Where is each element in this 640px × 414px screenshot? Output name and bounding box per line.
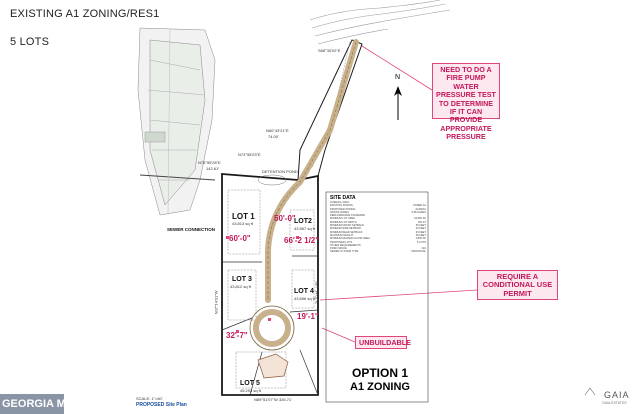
site-data-value: 150 FT [417, 220, 426, 224]
lot-3-label: LOT 3 [232, 276, 252, 283]
lot-2-area: 43,567 sq ft [294, 226, 315, 231]
lot-1-area: 43,813 sq ft [232, 221, 253, 226]
gaia-logo: GAIA [604, 390, 630, 400]
lot5-setback-dim: 32'-7" [226, 331, 248, 340]
site-data-value: 5.48 ACRES [411, 210, 426, 214]
site-data-row: MINIMUM REAR SETBACK 30 FEET [330, 231, 426, 234]
plan-title: PROPOSED Site Plan [136, 402, 187, 408]
north-label: N [395, 74, 401, 81]
site-data-value: A1/RES1 [415, 207, 426, 211]
lot-1-label: LOT 1 [232, 212, 255, 221]
site-data-row: PROPOSED ZONING A1/RES1 [330, 208, 426, 211]
gaia-logo-text: GAIA ESTATES [602, 401, 627, 405]
unbuildable-callout: UNBUILDABLE [355, 336, 411, 349]
mls-watermark [0, 394, 64, 414]
dist-1: 74.00' [268, 134, 279, 139]
site-data-value: 43,560 SF [414, 217, 426, 221]
lot1-width-dim: 60'-0" [229, 234, 251, 243]
site-data-row: MINIMUM LOT WIDTH 150 FT [330, 221, 426, 224]
detention-pond-label: DETENTION POND [262, 169, 298, 174]
site-data-row: MINIMUM FRONT SETBACK 50 FEET [330, 224, 426, 227]
fire-pump-callout: NEED TO DO A FIRE PUMP WATER PRESSURE TE… [432, 63, 500, 141]
site-data-value: 20 FEET [415, 227, 426, 231]
site-data-row: GROSS ACRES 5.48 ACRES [330, 211, 426, 214]
site-data-row: EXISTING ZONING ZONED A1 [330, 204, 426, 207]
site-data-key: PERFORMANCE STANDARD [330, 214, 365, 218]
site-data-value: 50 FEET [415, 224, 426, 228]
site-data-title: SITE DATA [330, 195, 356, 201]
vicinity-map [137, 27, 216, 216]
page-title: EXISTING A1 ZONING/RES1 [10, 8, 160, 20]
site-data-key: PROPOSED LOTS [330, 240, 353, 244]
site-data-key: OPEN SPACE [330, 247, 347, 251]
site-data-value: 1,800 SF [415, 237, 426, 241]
bearing-right: S07°14'01"E [314, 281, 320, 304]
lot-5-area: 45,293 sq ft [240, 388, 261, 393]
site-data-row: PERFORMANCE STANDARD [330, 214, 426, 217]
bearing-1: S68°30'02"E [318, 48, 341, 53]
site-data-key: EXISTING ZONING [330, 204, 353, 208]
tree-line [309, 0, 451, 45]
lot-3-area: 43,812 sq ft [230, 284, 251, 289]
site-data-key: MINIMUM SIDE SETBACK [330, 227, 362, 231]
site-data-value: N/A [421, 247, 426, 251]
site-data-key: MAXIMUM HEIGHT [330, 233, 354, 237]
dist-2: 142.61' [206, 166, 219, 171]
lot2-depth-dim: 66'-2 1/2" [284, 236, 320, 245]
bearing-left: N07°14'01"W [213, 290, 219, 315]
site-data-key: OTHER REQUIREMENTS [330, 243, 361, 247]
scale-label: SCALE: 1"=60' [136, 396, 163, 401]
sewer-connection-label: SEWER CONNECTION [167, 227, 216, 232]
site-data-value: INDIVIDUAL [411, 250, 426, 254]
site-data-row: OTHER REQUIREMENTS [330, 244, 426, 247]
site-data-value: 5 LOTS [417, 240, 426, 244]
option-line-2: A1 ZONING [350, 381, 410, 393]
site-data-row: PROPOSED LOTS 5 LOTS [330, 241, 426, 244]
mls-watermark-text: GEORGIA MLS [2, 398, 80, 410]
north-arrow-icon [394, 86, 402, 120]
bearing-bottom: N89°51'07"W 326.71' [254, 397, 292, 402]
bearing-2: N60°43'21"E [266, 128, 289, 133]
site-data-key: MINIMUM REAR SETBACK [330, 230, 363, 234]
site-data-row: MINIMUM LOT AREA 43,560 SF [330, 217, 426, 220]
site-data-key: GROSS ACRES [330, 210, 349, 214]
site-data-key: SEWER SYSTEM TYPE [330, 250, 359, 254]
lot-4-label: LOT 4 [294, 288, 314, 295]
site-data-value: 35 FEET [415, 233, 426, 237]
page-subtitle: 5 LOTS [10, 36, 50, 48]
lot-4-area: 43,656 sq ft [294, 296, 315, 301]
option-line-1: OPTION 1 [351, 366, 408, 380]
site-data-key: PROPOSED ZONING [330, 207, 356, 211]
lot-5-label: LOT 5 [240, 380, 260, 387]
site-data-row: MAXIMUM HEIGHT 35 FEET [330, 234, 426, 237]
site-data-row: SEWER SYSTEM TYPE INDIVIDUAL [330, 250, 426, 253]
site-data-key: MINIMUM LOT WIDTH [330, 220, 357, 224]
site-data-row: MINIMUM HEATED FLOOR AREA 1,800 SF [330, 237, 426, 240]
site-data-row: OVERALL DATA [330, 201, 426, 204]
site-data-key: MINIMUM LOT AREA [330, 217, 356, 221]
parcel-boundary [221, 173, 319, 396]
site-data-key: OVERALL DATA [330, 201, 350, 204]
bearing-3: N73°55'03"E [238, 152, 261, 157]
lot2-width-dim: 50'-0" [274, 214, 296, 223]
site-data-key: MINIMUM FRONT SETBACK [330, 224, 365, 228]
site-data-key: MINIMUM HEATED FLOOR AREA [330, 237, 371, 241]
conditional-use-callout: REQUIRE A CONDITIONAL USE PERMIT [477, 270, 558, 300]
cul-de-sac-dim: 19'-1" [297, 312, 319, 321]
site-data-value: 30 FEET [415, 230, 426, 234]
site-data-value: ZONED A1 [413, 204, 426, 208]
site-data-row: MINIMUM SIDE SETBACK 20 FEET [330, 227, 426, 230]
lot-2-label: LOT2 [294, 218, 312, 225]
bearing-4: N75°59'28"E [198, 160, 221, 165]
cul-de-sac [249, 305, 295, 351]
site-data-row: OPEN SPACE N/A [330, 247, 426, 250]
house-footprint [257, 353, 289, 379]
